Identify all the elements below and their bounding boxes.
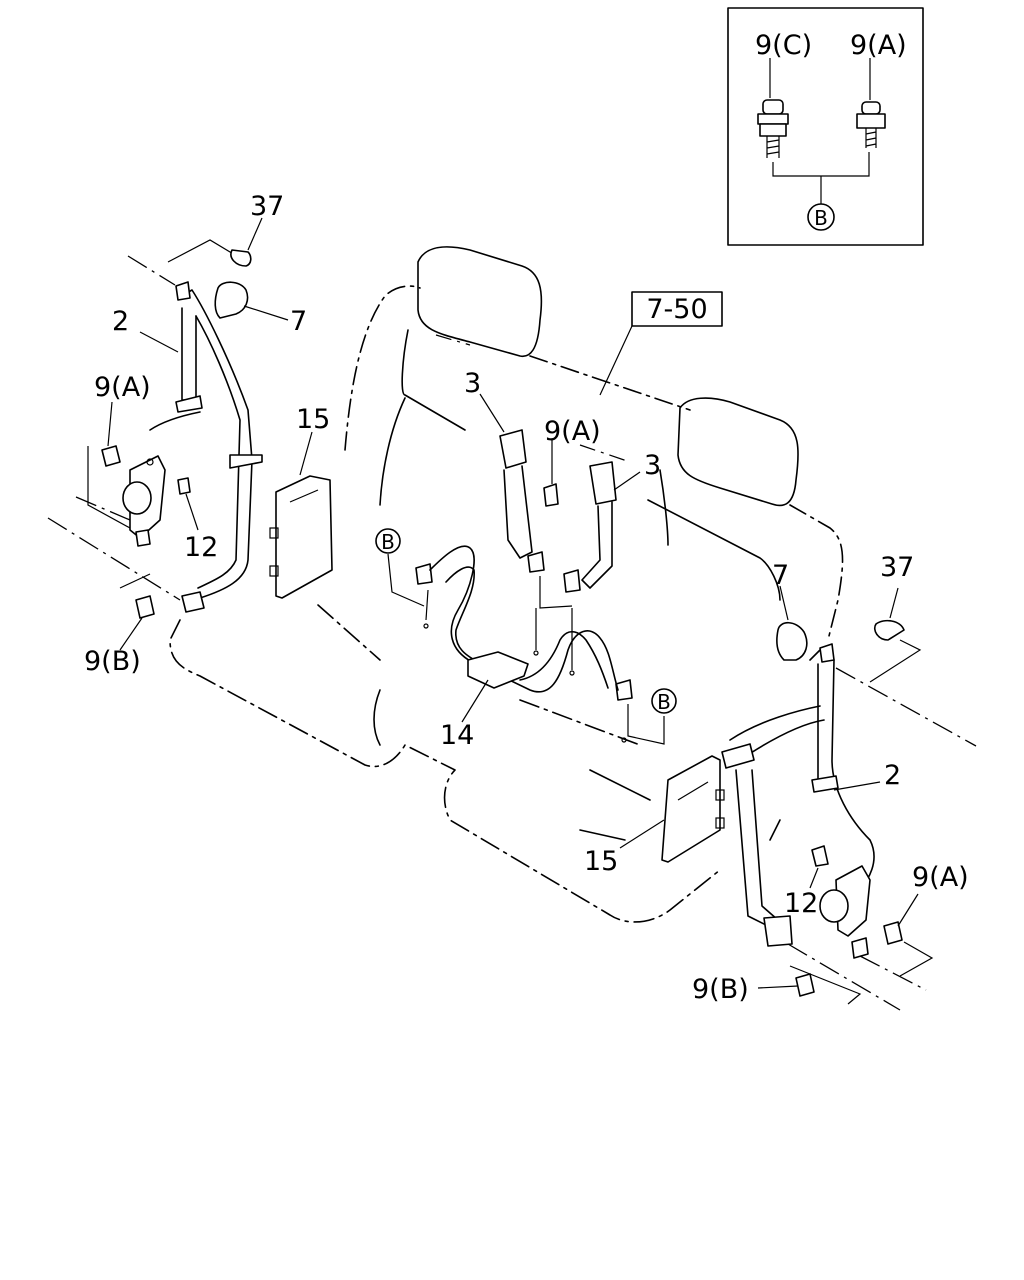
callout-3-right: 3 xyxy=(644,450,661,481)
callout-9c: 9(C) xyxy=(755,30,812,61)
bolt-9a-right-icon xyxy=(883,921,903,945)
panel-15-right xyxy=(619,755,725,863)
callout-9b-right: 9(B) xyxy=(692,974,749,1005)
callout-9a-inset: 9(A) xyxy=(850,30,907,61)
callout-12-left: 12 xyxy=(184,532,218,563)
bolt-12-left-icon xyxy=(177,477,191,495)
callout-2-left: 2 xyxy=(112,306,129,337)
buckle-3-right-icon xyxy=(589,461,617,505)
group-b-marker-lower xyxy=(651,688,677,714)
callout-7-right: 7 xyxy=(772,560,789,591)
bolt-9a-left-icon xyxy=(101,445,121,467)
callout-37-left: 37 xyxy=(250,191,284,222)
right-belt-assembly xyxy=(721,585,977,1011)
cover-7-right-icon xyxy=(776,621,808,661)
bolt-9b-left-icon xyxy=(135,595,155,619)
bolt-12-right-icon xyxy=(811,845,829,867)
callout-15-right: 15 xyxy=(584,846,618,877)
buckle-3-left-icon xyxy=(499,429,527,469)
fastener-inset: 9(C) 9(A) B xyxy=(727,7,924,246)
callout-3-upper: 3 xyxy=(464,368,481,399)
panel-15-left xyxy=(269,431,333,599)
clip-37-right-icon xyxy=(873,619,905,641)
retractor-right-icon xyxy=(835,865,871,937)
group-b-label: B xyxy=(814,206,828,230)
callout-b-lower: B xyxy=(657,690,671,714)
group-b-marker-center xyxy=(375,528,401,554)
reference-box: 7-50 xyxy=(599,291,723,396)
callout-9a-center: 9(A) xyxy=(544,416,601,447)
group-b-marker xyxy=(807,203,835,231)
reference-label: 7-50 xyxy=(646,294,707,325)
bolt-9a-center-icon xyxy=(543,483,559,507)
bolt-9a-icon xyxy=(856,101,886,148)
callout-9a-left: 9(A) xyxy=(94,372,151,403)
clip-37-left-icon xyxy=(230,249,252,267)
rear-seat-outline xyxy=(169,246,844,923)
cover-7-left-icon xyxy=(214,281,249,319)
left-belt-assembly xyxy=(47,217,289,651)
callout-9b-left: 9(B) xyxy=(84,646,141,677)
callout-37-right: 37 xyxy=(880,552,914,583)
buckle-14-icon xyxy=(467,651,529,689)
bolt-9c-icon xyxy=(757,99,789,158)
callout-2-right: 2 xyxy=(884,760,901,791)
bolt-9b-right-icon xyxy=(795,973,815,997)
callout-12-right: 12 xyxy=(784,888,818,919)
inset-frame xyxy=(727,7,924,246)
callout-7-left: 7 xyxy=(290,306,307,337)
center-belt-assembly xyxy=(375,393,677,745)
callout-15-left: 15 xyxy=(296,404,330,435)
callout-b-center: B xyxy=(381,530,395,554)
callout-9a-right: 9(A) xyxy=(912,862,969,893)
callout-14: 14 xyxy=(440,720,474,751)
